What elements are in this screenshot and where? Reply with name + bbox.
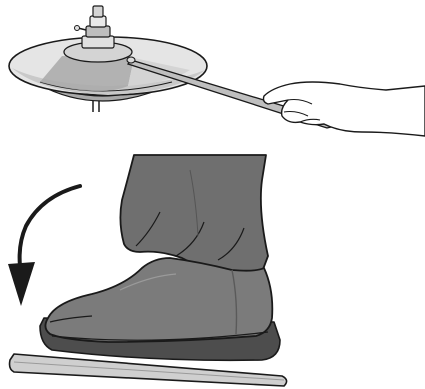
pants-leg [120, 155, 268, 274]
press-down-arrow-icon [8, 186, 80, 306]
foot-on-pedal-icon [40, 258, 280, 360]
hand-icon [264, 82, 425, 136]
hi-hat-cymbal-icon [9, 6, 207, 112]
